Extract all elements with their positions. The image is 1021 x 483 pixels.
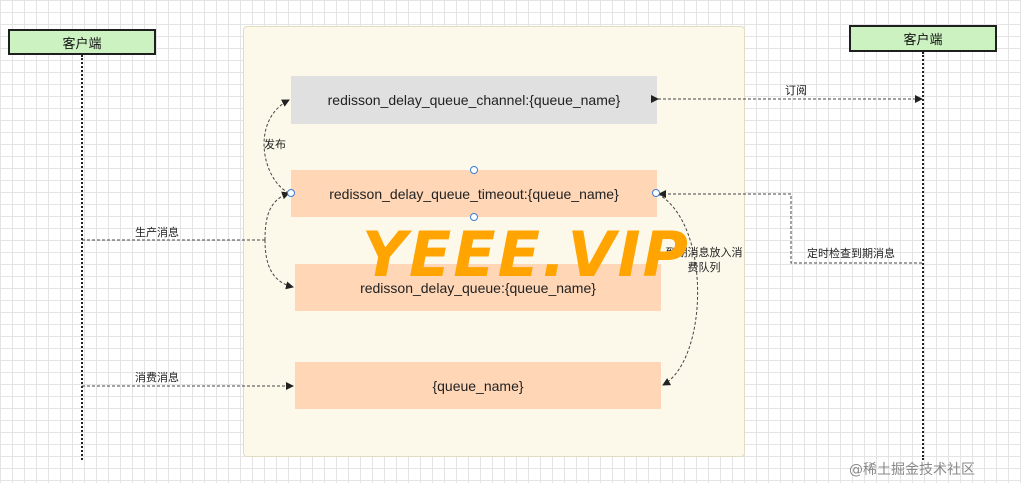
scheduled-check-label: 定时检查到期消息 [807, 247, 895, 260]
timeout-left-handle[interactable] [287, 189, 295, 197]
move-expired-connector [657, 193, 699, 386]
delay-queue-label: redisson_delay_queue:{queue_name} [360, 279, 596, 296]
timeout-queue-label: redisson_delay_queue_timeout:{queue_name… [329, 185, 619, 202]
credit-text: @稀土掘金技术社区 [849, 462, 975, 478]
left-client-box[interactable]: 客户端 [8, 29, 156, 55]
produce-to-delay-connector [264, 239, 294, 290]
left-client-lifeline [81, 55, 83, 460]
target-queue-box[interactable]: {queue_name} [295, 362, 661, 409]
left-client-label: 客户端 [62, 36, 102, 52]
publish-connector [263, 99, 290, 194]
timeout-right-handle[interactable] [652, 189, 660, 197]
move-expired-label: 到期消息放入消费队列 [665, 246, 743, 274]
channel-queue-label: redisson_delay_queue_channel:{queue_name… [327, 92, 621, 108]
right-client-lifeline [922, 52, 924, 460]
consume-label: 消费消息 [135, 371, 179, 384]
delay-queue-box[interactable]: redisson_delay_queue:{queue_name} [295, 264, 661, 311]
target-queue-label: {queue_name} [432, 377, 524, 394]
publish-label: 发布 [264, 138, 286, 151]
subscribe-label: 订阅 [785, 84, 807, 97]
timeout-queue-box[interactable]: redisson_delay_queue_timeout:{queue_name… [291, 170, 657, 217]
right-client-box[interactable]: 客户端 [849, 25, 997, 52]
produce-label: 生产消息 [135, 226, 179, 239]
produce-to-timeout-connector [264, 191, 290, 241]
channel-queue-box[interactable]: redisson_delay_queue_channel:{queue_name… [291, 76, 657, 124]
scheduled-check-connector [658, 190, 922, 264]
right-client-label: 客户端 [903, 33, 943, 48]
timeout-top-handle[interactable] [470, 166, 478, 174]
timeout-bottom-handle[interactable] [470, 213, 478, 221]
watermark-text: YEEE.VIP [362, 218, 690, 291]
